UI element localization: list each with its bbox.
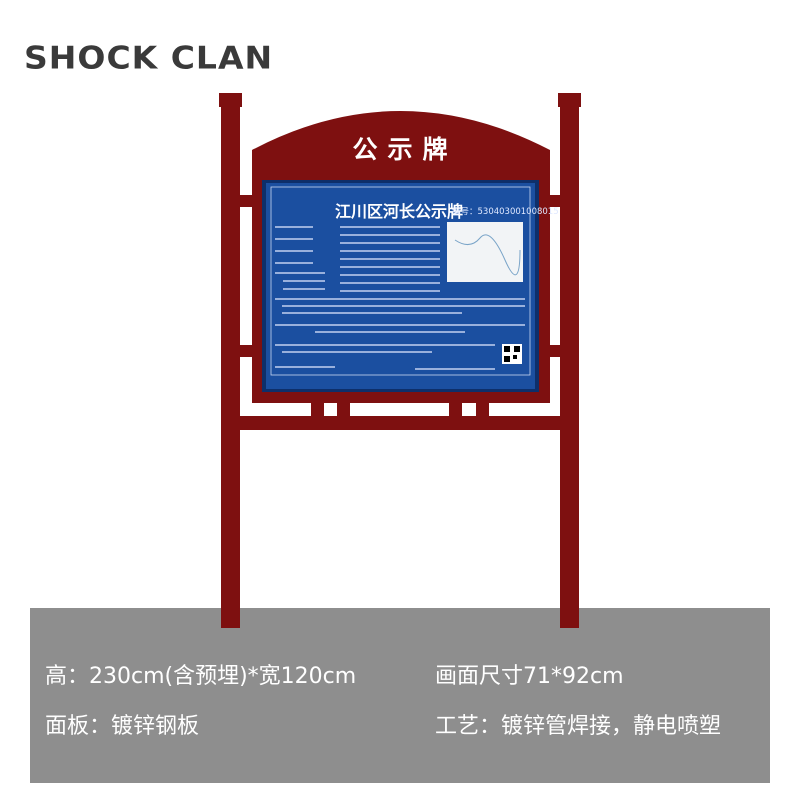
connector — [240, 195, 254, 207]
lower-bracket — [337, 402, 350, 416]
brand-logo: SHOCK CLAN — [24, 38, 274, 77]
lower-bracket — [311, 402, 324, 416]
spec-screen-size: 画面尺寸71*92cm — [435, 664, 624, 689]
board-code: 编号：530403001008015 — [452, 207, 559, 217]
board — [266, 183, 535, 389]
spec-panel: 面板：镀锌钢板 — [45, 714, 200, 739]
spec-caption-panel — [30, 608, 770, 783]
connector — [240, 345, 254, 357]
connector — [548, 345, 562, 357]
spec-process: 工艺：镀锌管焊接，静电喷塑 — [435, 714, 722, 739]
right-post — [560, 104, 579, 628]
left-post-cap — [219, 93, 242, 107]
sign-header-text: 公示牌 — [352, 135, 458, 164]
lower-bracket — [449, 402, 462, 416]
board-title: 江川区河长公示牌 — [335, 202, 464, 221]
lower-bar — [240, 416, 560, 430]
left-post — [221, 104, 240, 628]
right-post-cap — [558, 93, 581, 107]
map-image — [447, 222, 523, 282]
spec-height: 高：230cm(含预埋)*宽120cm — [45, 664, 357, 689]
lower-bracket — [476, 402, 489, 416]
connector — [548, 195, 562, 207]
